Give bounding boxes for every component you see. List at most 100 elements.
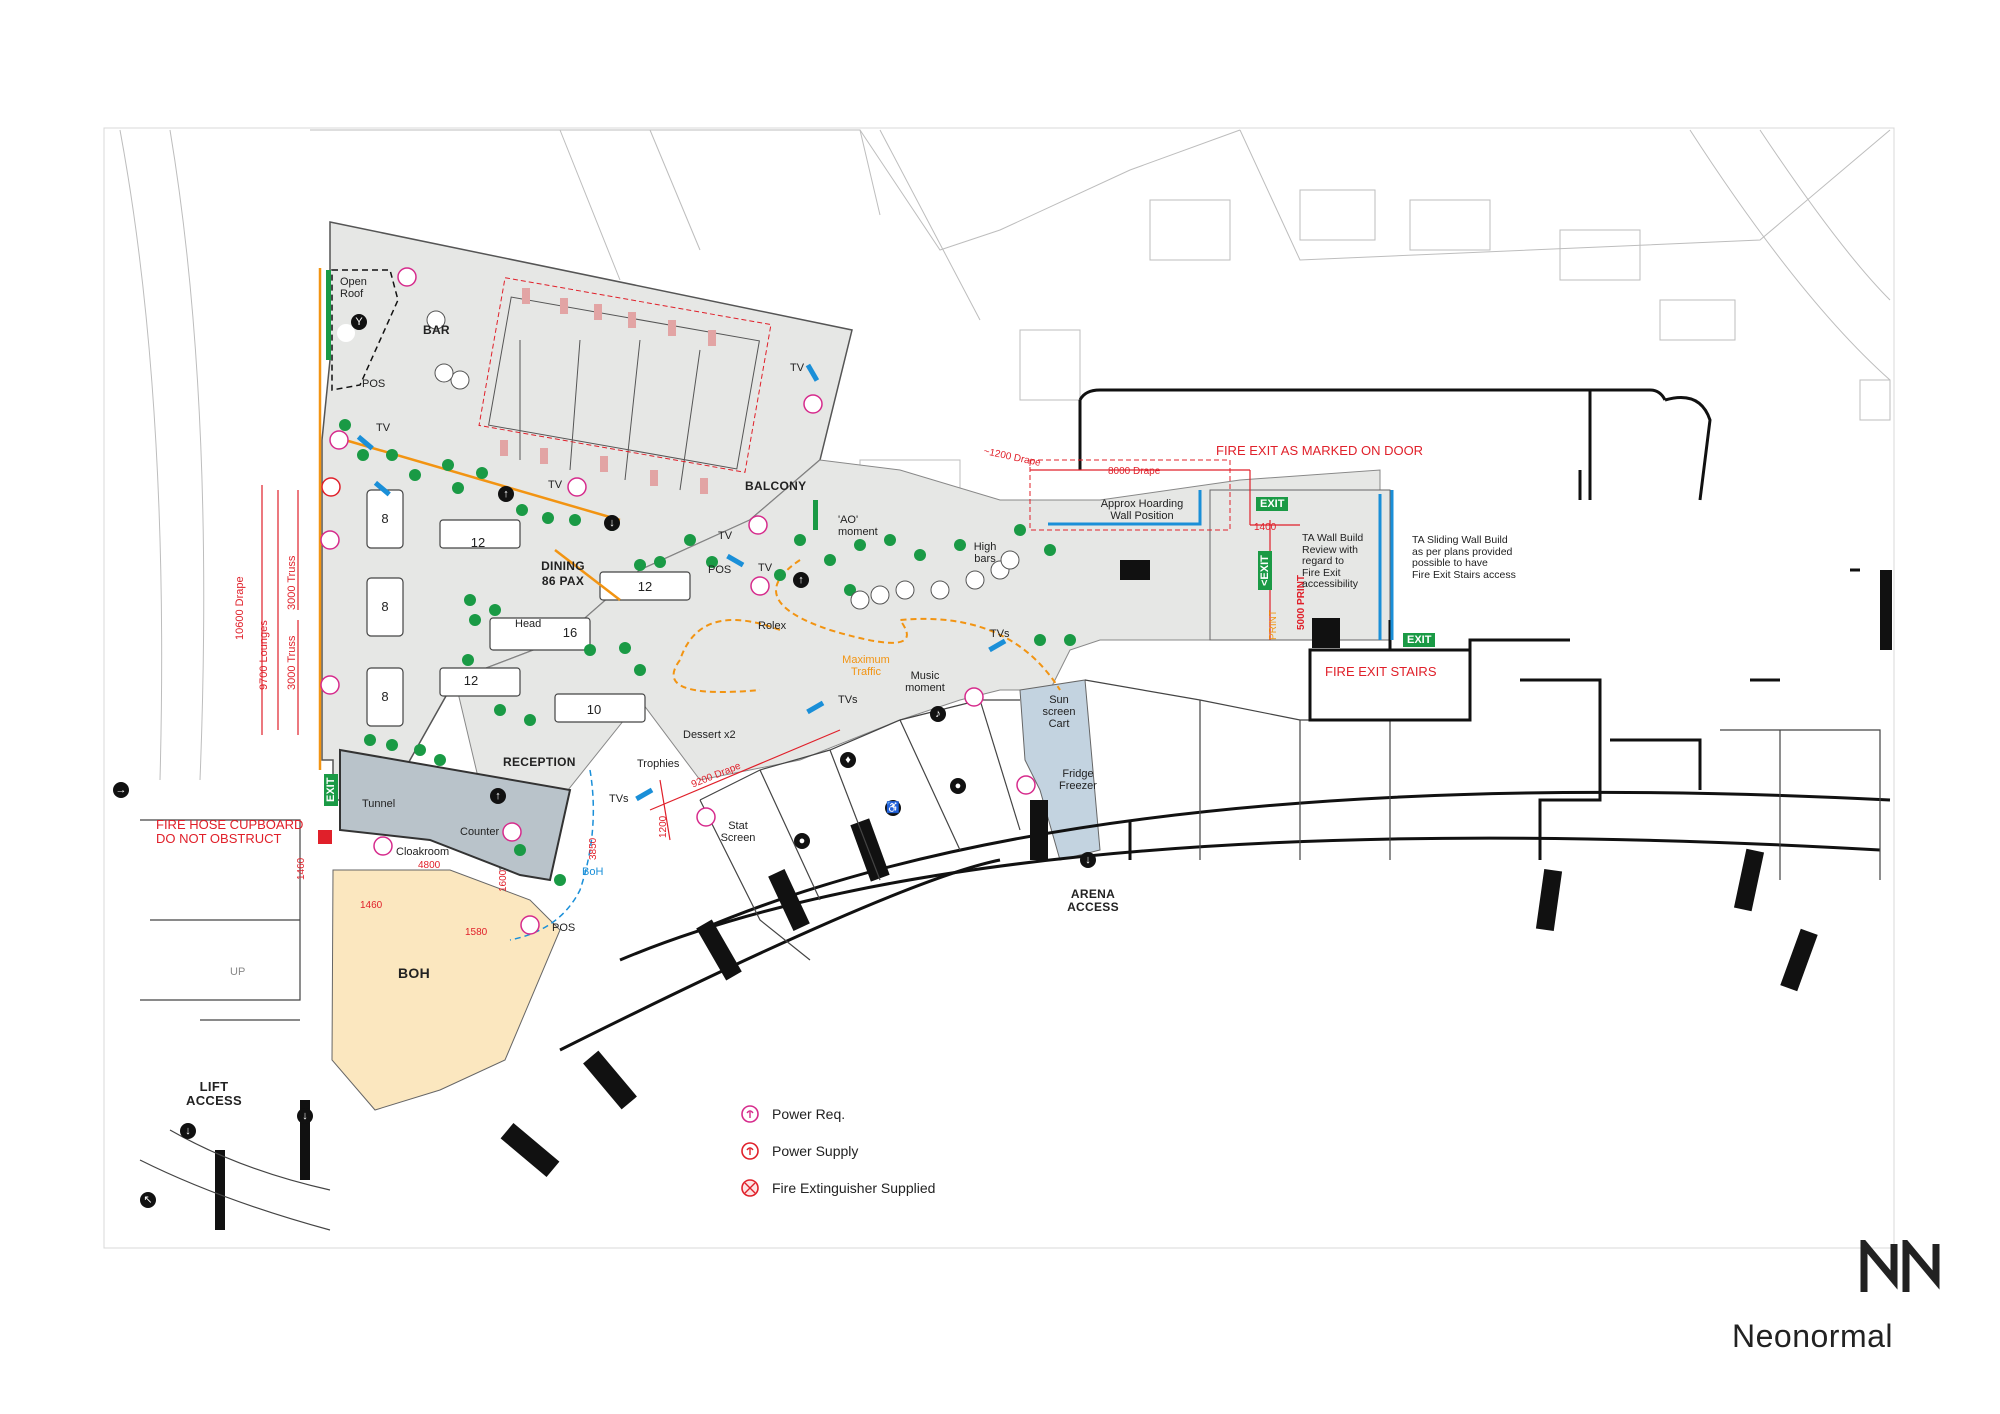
dim-1200: 1200 [658,815,669,838]
dim-3000-truss-a: 3000 Truss [286,555,298,610]
reception-label: RECEPTION [503,755,576,769]
table-12c: 12 [463,673,479,688]
arrow-right-icon: → [113,782,129,798]
do-not-obstruct-note: DO NOT OBSTRUCT [156,831,282,846]
boh-label: BOH [398,965,431,981]
dim-8000-drape: 8000 Drape [1108,466,1161,477]
max-traffic-path-2 [672,619,781,693]
tunnel-label: Tunnel [362,798,396,810]
lift-access-label: LIFT ACCESS [186,1079,242,1109]
boh-flow-path [509,769,595,941]
accessible-icon: ♿ [885,800,901,816]
tvs-label-center: TVs [838,694,858,706]
fridge-freezer-label: Fridge Freezer [1059,768,1097,793]
power-supply-icon [741,1142,759,1160]
dim-1460-b: 1460 [360,900,383,911]
bar-stools [500,288,716,494]
boh-area [331,869,561,1111]
ao-moment-label: 'AO' moment [838,514,878,539]
legend-power-req: Power Req. [740,1104,845,1124]
lounge-stools [426,310,1020,610]
blue-walls [1048,490,1394,640]
cloakroom-label: Cloakroom [396,846,450,858]
print-label: PRINT [1268,610,1279,640]
restroom-icon: ♦ [840,752,856,768]
fire-exit-stairs-note: FIRE EXIT STAIRS [1325,664,1437,679]
power-req-icon [741,1105,759,1123]
music-moment-label: Music moment [905,670,945,695]
counter-label: Counter [460,826,500,838]
music-icon: ♪ [930,706,946,722]
fire-hose-note: FIRE HOSE CUPBOARD [156,817,304,832]
exit-sign-stairs: EXIT [1403,633,1436,647]
dim-10600-drape: 10600 Drape [234,576,246,640]
hoarding-note: Approx Hoarding Wall Position [1100,498,1184,523]
background-linework [119,129,1891,781]
tv-label-center: TV [548,479,563,491]
arrow-up-icon: ↑ [498,486,514,502]
exit-sign-tunnel: EXIT [324,773,338,806]
trophies-label: Trophies [637,758,680,770]
pos-label-reception: POS [552,922,576,934]
stair-arrow-icon: ↖ [140,1192,156,1208]
dining-label: DINING [541,559,585,573]
dim-3850: 3850 [588,837,599,860]
dim-3000-truss-b: 3000 Truss [286,635,298,690]
tv-label-right: TV [718,530,733,542]
high-bars-label: High bars [973,541,997,566]
legend-fire-extinguisher-label: Fire Extinguisher Supplied [772,1180,936,1196]
lift-arrow-icon: ↓ [180,1123,196,1139]
table-12b: 12 [637,579,653,594]
open-roof-zone [331,269,399,391]
green-markers [339,419,1076,886]
open-roof-label: Open Roof [340,276,367,301]
female-icon: ● [794,833,810,849]
tvs-label-left: TVs [609,793,629,805]
table-8b: 8 [381,599,389,614]
table-12a: 12 [470,535,486,550]
column-blocks [215,560,1892,1230]
exit-door [1312,618,1340,648]
dining-pax-label: 86 PAX [541,574,585,588]
exit-sign-arrow: <EXIT [1258,551,1272,590]
fire-hose-marker [318,830,332,844]
legend-power-supply: Power Supply [740,1141,858,1161]
legend-power-supply-label: Power Supply [772,1143,859,1159]
arrow-down-icon: ↓ [604,515,620,531]
arrow-up-icon-reception: ↑ [490,788,506,804]
fire-extinguisher-icon [741,1179,759,1197]
rolex-label: Rolex [758,620,787,632]
boh-small-label: BoH [582,866,604,878]
fire-exit-door-note: FIRE EXIT AS MARKED ON DOOR [1216,443,1424,458]
bar-pos-label: POS [362,378,386,390]
stair-up-label: UP [230,966,246,978]
pos-label-dining: POS [708,564,732,576]
max-traffic-label: Maximum Traffic [842,654,890,679]
table-10: 10 [586,702,602,717]
arrow-up-icon-2: ↑ [793,572,809,588]
table-8c: 8 [381,689,389,704]
bar-dot-spacer [337,324,355,342]
table-head-label: Head [515,618,542,630]
legend-power-req-label: Power Req. [772,1106,846,1122]
stat-screen-label: Stat Screen [720,820,756,845]
sun-screen-label: Sun screen Cart [1042,694,1076,731]
dining-tables [366,489,691,727]
tv-label-dining: TV [376,422,391,434]
fire-exit-dashed-zone [1029,459,1231,531]
neonormal-logo-icon [1860,1240,1940,1292]
lift-down-icon: ↓ [297,1108,313,1124]
arena-down-icon: ↓ [1080,852,1096,868]
fire-exit-stairs-box [1308,648,1472,722]
ta-wall-note: TA Wall Build Review with regard to Fire… [1302,532,1364,591]
dim-9700-lounges: 9700 Lounges [258,620,270,690]
bar-dashed-zone [478,277,772,473]
arena-access-label: ARENA ACCESS [1067,887,1119,915]
brand-name: Neonormal [1732,1318,1894,1354]
male-icon: ● [950,778,966,794]
max-traffic-path [775,559,1061,691]
tv-label-pos: TV [758,562,773,574]
balcony-label: BALCONY [745,479,807,493]
dim-1580: 1580 [465,927,488,938]
